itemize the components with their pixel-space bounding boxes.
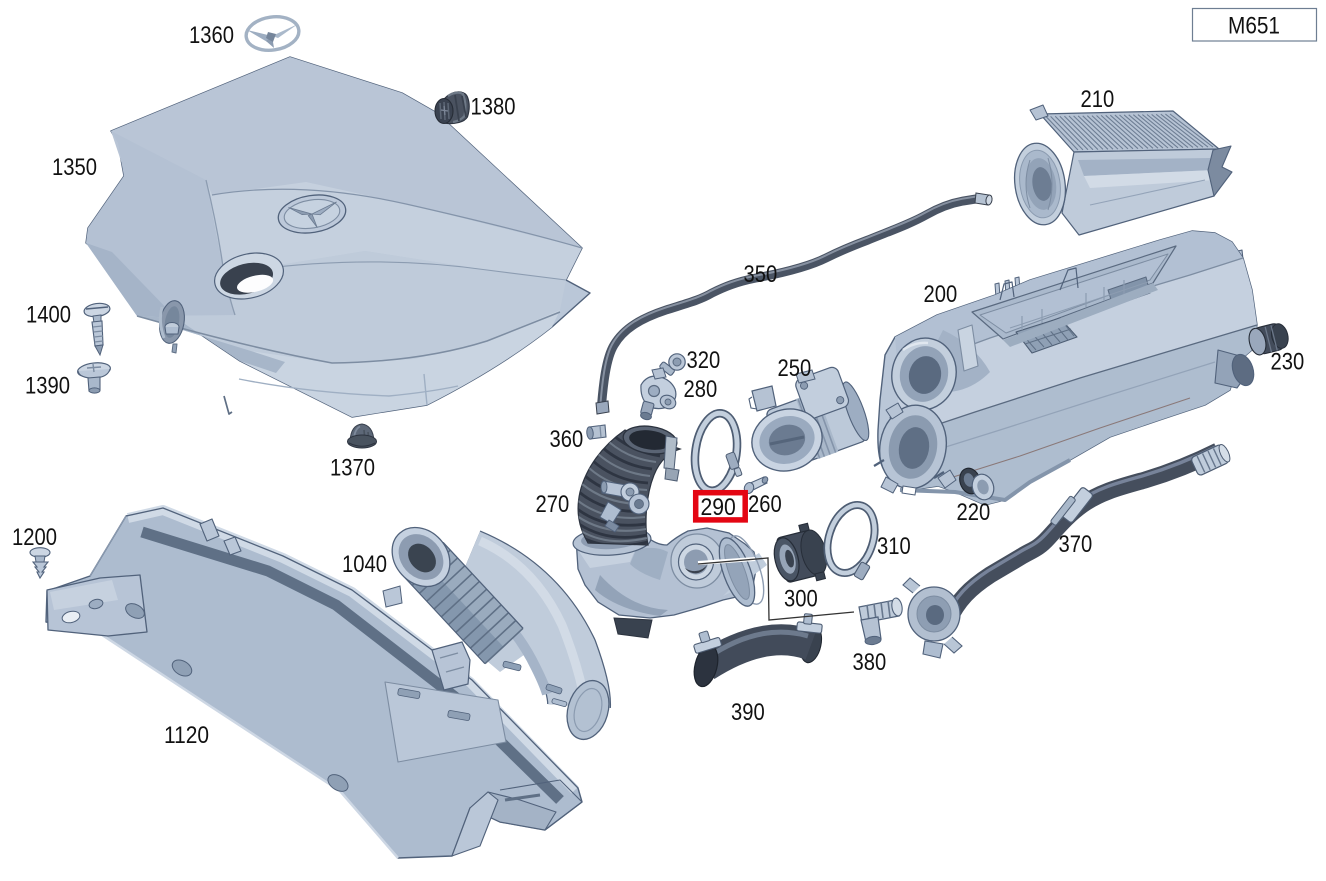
svg-text:230: 230 [1271,349,1305,376]
svg-text:320: 320 [687,347,721,374]
svg-text:380: 380 [853,649,887,676]
svg-text:390: 390 [731,699,765,726]
svg-text:300: 300 [784,586,818,613]
svg-text:1120: 1120 [164,722,209,749]
svg-text:200: 200 [924,281,958,308]
svg-text:1400: 1400 [26,302,71,329]
svg-text:1200: 1200 [12,524,57,551]
svg-text:370: 370 [1059,531,1093,558]
svg-text:1040: 1040 [342,551,387,578]
svg-text:M651: M651 [1228,13,1280,40]
svg-text:1360: 1360 [189,22,234,49]
svg-text:220: 220 [957,499,991,526]
svg-text:310: 310 [877,533,911,560]
svg-text:1350: 1350 [52,154,97,181]
svg-text:360: 360 [550,426,584,453]
svg-text:1390: 1390 [25,373,70,400]
svg-text:270: 270 [536,491,570,518]
svg-text:290: 290 [701,494,736,521]
svg-text:350: 350 [744,261,778,288]
svg-text:1370: 1370 [330,455,375,482]
svg-text:1380: 1380 [471,94,516,121]
svg-text:250: 250 [778,355,812,382]
svg-text:260: 260 [748,491,782,518]
svg-text:280: 280 [684,376,718,403]
svg-text:210: 210 [1081,86,1115,113]
